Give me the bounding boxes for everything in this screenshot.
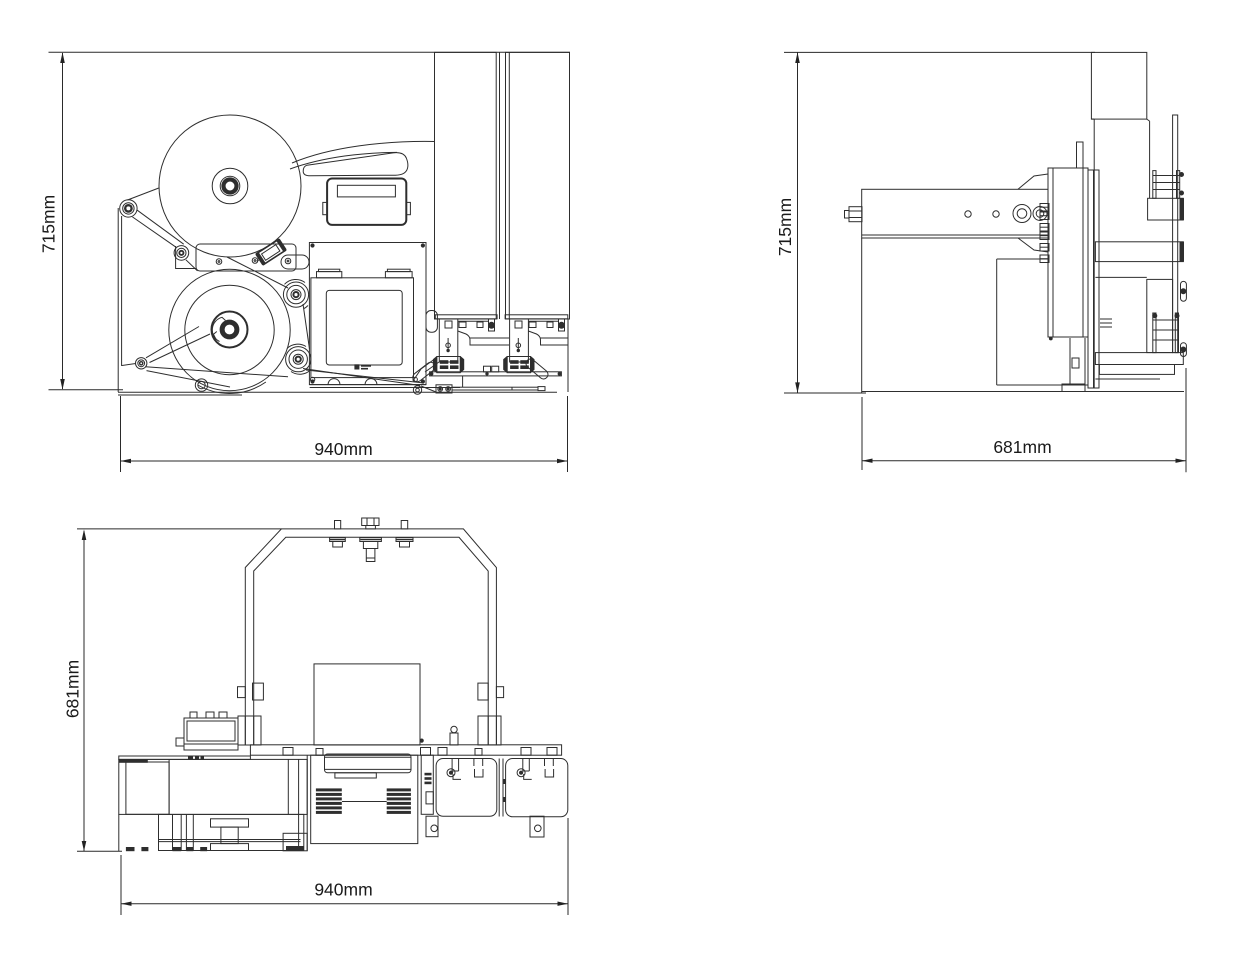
svg-text:715mm: 715mm: [775, 198, 795, 256]
svg-text:940mm: 940mm: [314, 880, 372, 900]
svg-text:940mm: 940mm: [314, 439, 372, 459]
svg-text:681mm: 681mm: [993, 437, 1051, 457]
svg-text:681mm: 681mm: [63, 660, 83, 718]
svg-text:715mm: 715mm: [39, 195, 59, 253]
